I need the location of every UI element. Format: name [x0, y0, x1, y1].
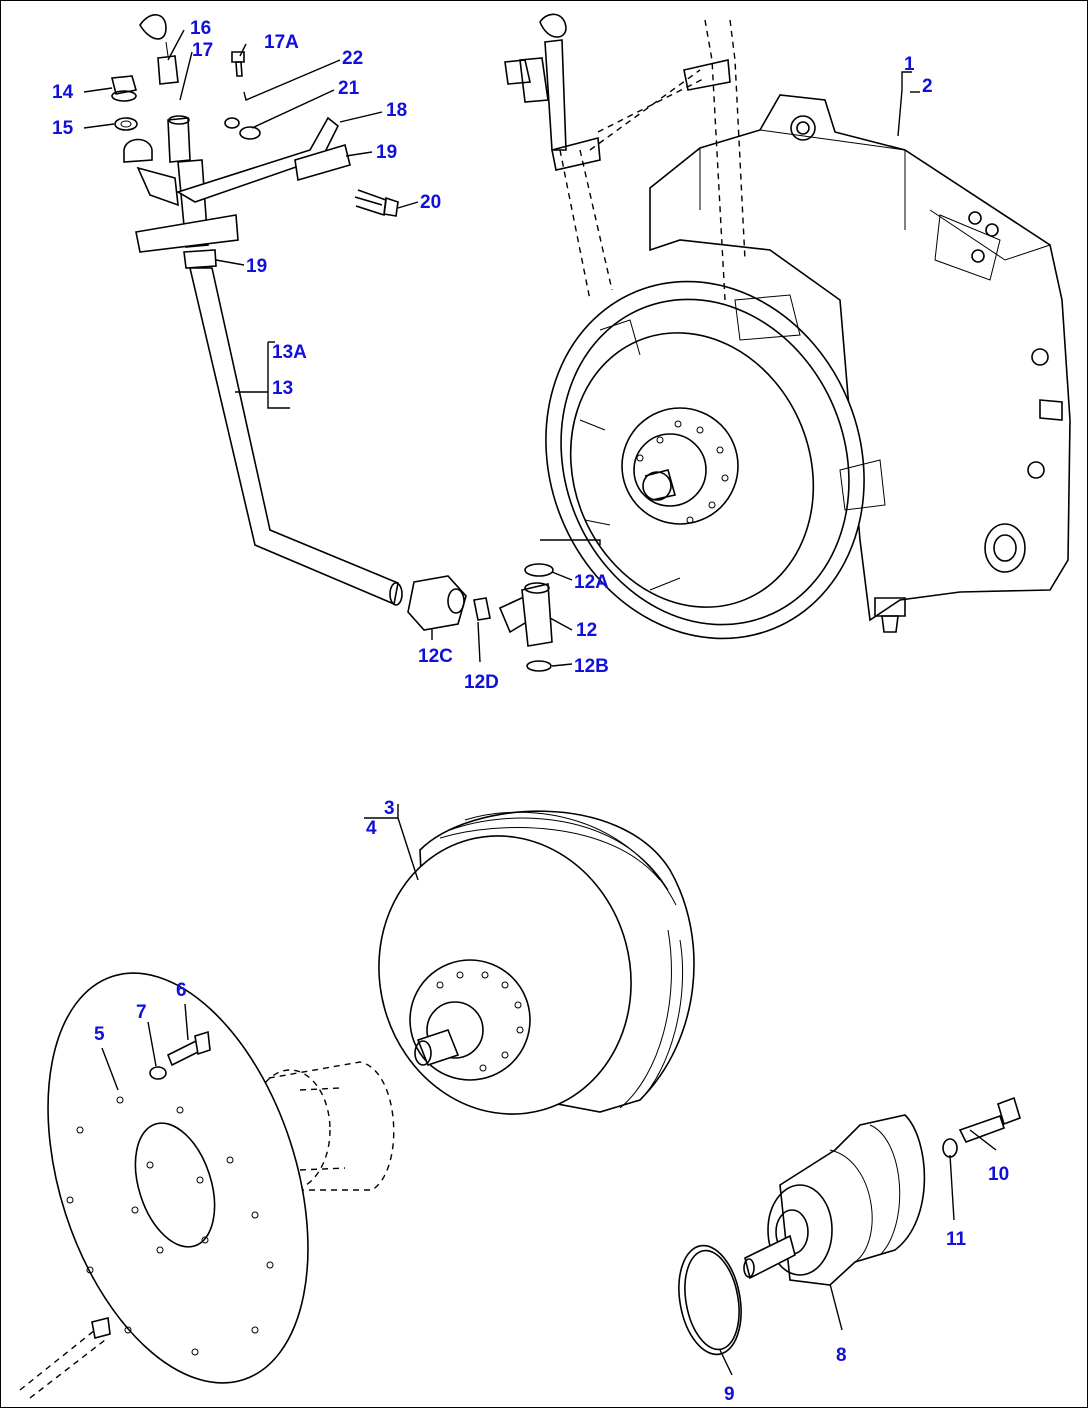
callout-19-lower: 19 [246, 256, 267, 277]
leader-lines [83, 29, 997, 1376]
callout-17: 17 [192, 40, 213, 61]
callout-15: 15 [52, 118, 74, 139]
transmission-housing [545, 94, 1071, 640]
callout-8: 8 [836, 1345, 847, 1366]
callout-17a: 17A [264, 32, 299, 53]
callout-4: 4 [366, 818, 377, 839]
callout-19-upper: 19 [376, 142, 397, 163]
callout-9: 9 [724, 1384, 735, 1405]
callout-14: 14 [52, 82, 74, 103]
pump-assembly [678, 1096, 1021, 1356]
callout-10: 10 [988, 1164, 1009, 1185]
callout-2: 2 [922, 76, 933, 97]
dipstick-pipe-assembly [110, 14, 554, 672]
drive-plate [19, 972, 309, 1399]
torque-converter [378, 810, 695, 1115]
callout-5: 5 [94, 1024, 105, 1045]
callout-12c: 12C [418, 646, 453, 667]
callout-12b: 12B [574, 656, 609, 677]
callout-1: 1 [904, 54, 915, 75]
breather-pipe-installed [504, 13, 746, 301]
callout-16: 16 [190, 18, 211, 39]
callout-13: 13 [272, 378, 293, 399]
callout-11: 11 [946, 1229, 967, 1250]
callout-12d: 12D [464, 672, 499, 693]
callout-13a: 13A [272, 342, 307, 363]
callout-12: 12 [576, 620, 597, 641]
callout-3: 3 [384, 798, 395, 819]
callout-labels: 1 2 3 4 5 6 7 8 9 10 11 12 12A 12B 12C 1… [52, 18, 1009, 1405]
callout-22: 22 [342, 48, 363, 69]
callout-6: 6 [176, 980, 187, 1001]
callout-18: 18 [386, 100, 407, 121]
callout-12a: 12A [574, 572, 609, 593]
callout-20: 20 [420, 192, 441, 213]
callout-7: 7 [136, 1002, 147, 1023]
callout-21: 21 [338, 78, 360, 99]
